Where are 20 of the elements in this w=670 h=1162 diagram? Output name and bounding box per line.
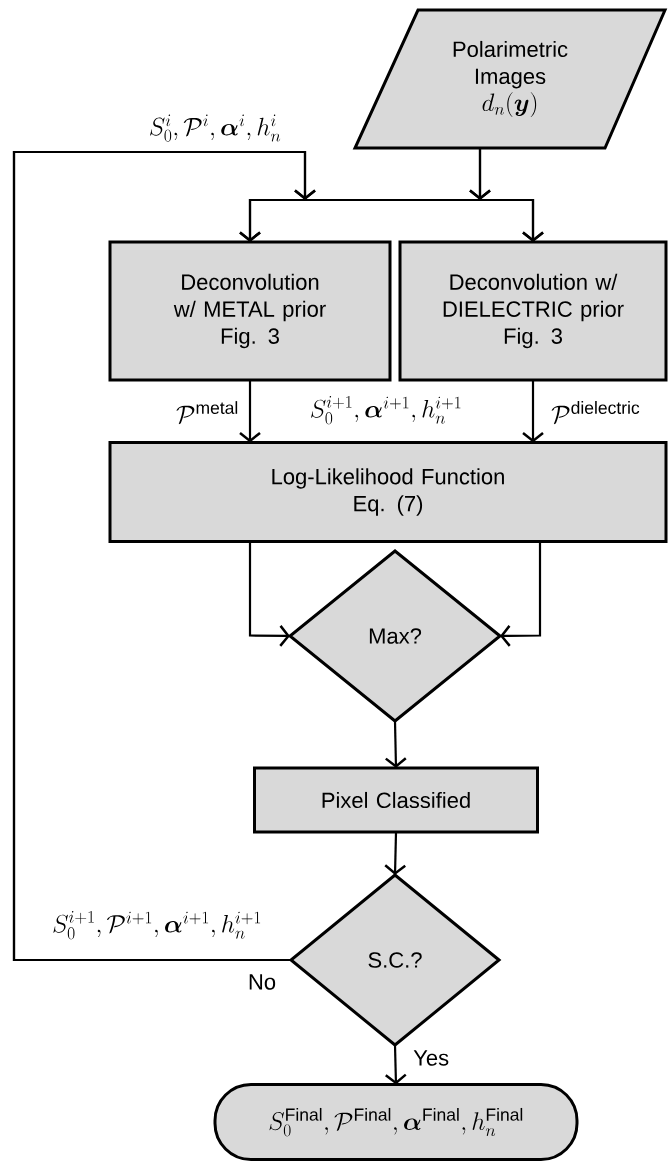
edge-label: $\mathcal{P}^{\mathrm{dielectric}}$: [550, 400, 642, 425]
edge-label: $\mathcal{P}^{\mathrm{metal}}$: [175, 400, 240, 425]
arrow: [385, 721, 407, 768]
edge-label: No: [246, 973, 278, 991]
arrow: [385, 1045, 407, 1085]
arrow: [522, 380, 544, 443]
process-box: Pixel Classified: [253, 766, 539, 834]
edge-label: Yes: [412, 1049, 451, 1067]
variable-label: $S_0^{i+1},\boldsymbol{\alpha}^{i+1},h_n^{i+1}$: [308, 395, 464, 425]
arrow: [239, 380, 261, 443]
arrow: [384, 832, 406, 875]
variable-label: $S_0^i,\mathcal{P}^i,\boldsymbol{\alpha}^i,h_n^i$: [147, 113, 283, 143]
arrow: [500, 541, 542, 647]
process-box: Deconvolution w/ METAL prior Fig. 3: [108, 240, 392, 382]
process-box: Deconvolution w/ DIELECTRIC prior Fig. 3: [398, 240, 668, 382]
variable-label: $S_0^{i+1},\mathcal{P}^{i+1},\boldsymbol{\alpha}^{i+1},h_n^{i+1}$: [51, 910, 263, 940]
arrow: [12, 150, 544, 962]
terminal-box: $S_0^{\mathrm{Final}},\mathcal{P}^{\mathrm{Final}},\boldsymbol{\alpha}^{\mathrm{Final}},h_n^{\mathrm{Final}}$: [213, 1083, 579, 1161]
arrow: [248, 541, 290, 647]
process-box: Log-Likelihood Function Eq. (7): [108, 441, 668, 543]
